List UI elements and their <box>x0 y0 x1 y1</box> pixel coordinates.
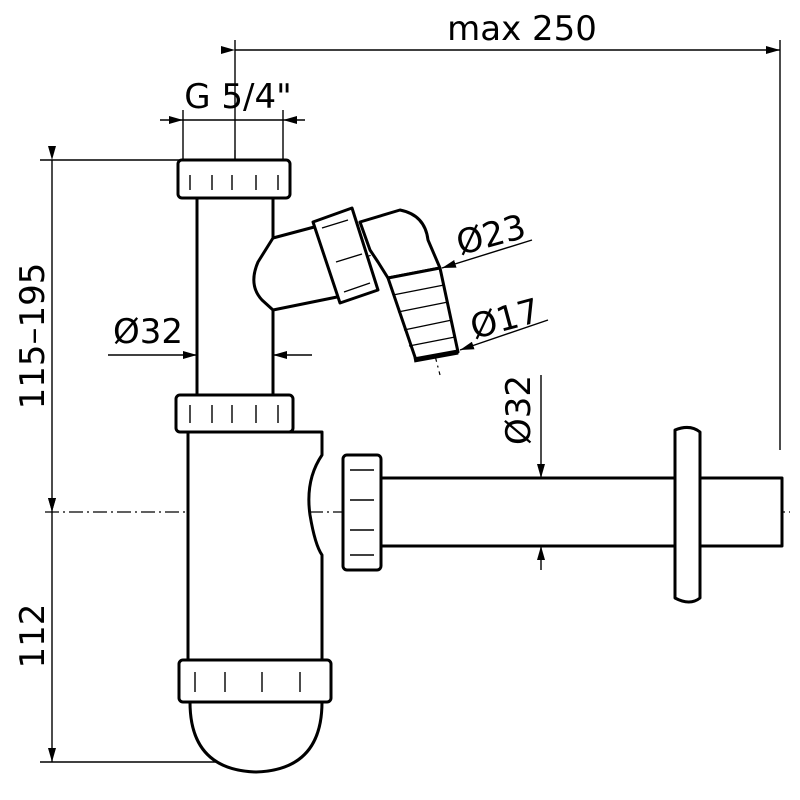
branch-nut <box>311 206 380 305</box>
max-length-dimension: max 250 <box>221 9 781 450</box>
siphon-body <box>174 158 784 774</box>
lower-nut <box>174 393 295 434</box>
hose-outer-diameter-label: Ø23 <box>452 207 530 264</box>
bottle-body <box>186 430 324 667</box>
branch-elbow <box>358 208 442 280</box>
bottle-height-label: 112 <box>13 604 53 669</box>
outlet-pipe-diameter-label: Ø32 <box>499 375 539 445</box>
hose-connector <box>386 266 460 362</box>
bottom-nut <box>177 658 333 704</box>
vertical-pipe-diameter-label: Ø32 <box>113 312 183 352</box>
inlet-thread-label: G 5/4" <box>184 77 292 117</box>
inlet-thread-dimension: G 5/4" <box>160 77 305 165</box>
vertical-pipe-diameter-dimension: Ø32 <box>108 312 312 359</box>
outlet-nut <box>341 453 383 572</box>
bottom-dome <box>188 700 324 774</box>
hose-diameter-dimensions: Ø23 Ø17 <box>441 207 549 351</box>
max-length-label: max 250 <box>447 9 597 49</box>
hose-inner-diameter-label: Ø17 <box>466 291 544 348</box>
top-nut <box>176 158 292 200</box>
adjustable-height-label: 115–195 <box>13 263 53 410</box>
outlet-pipe <box>376 476 784 548</box>
outlet-pipe-diameter-dimension: Ø32 <box>499 375 545 570</box>
wall-rosette <box>673 425 702 604</box>
